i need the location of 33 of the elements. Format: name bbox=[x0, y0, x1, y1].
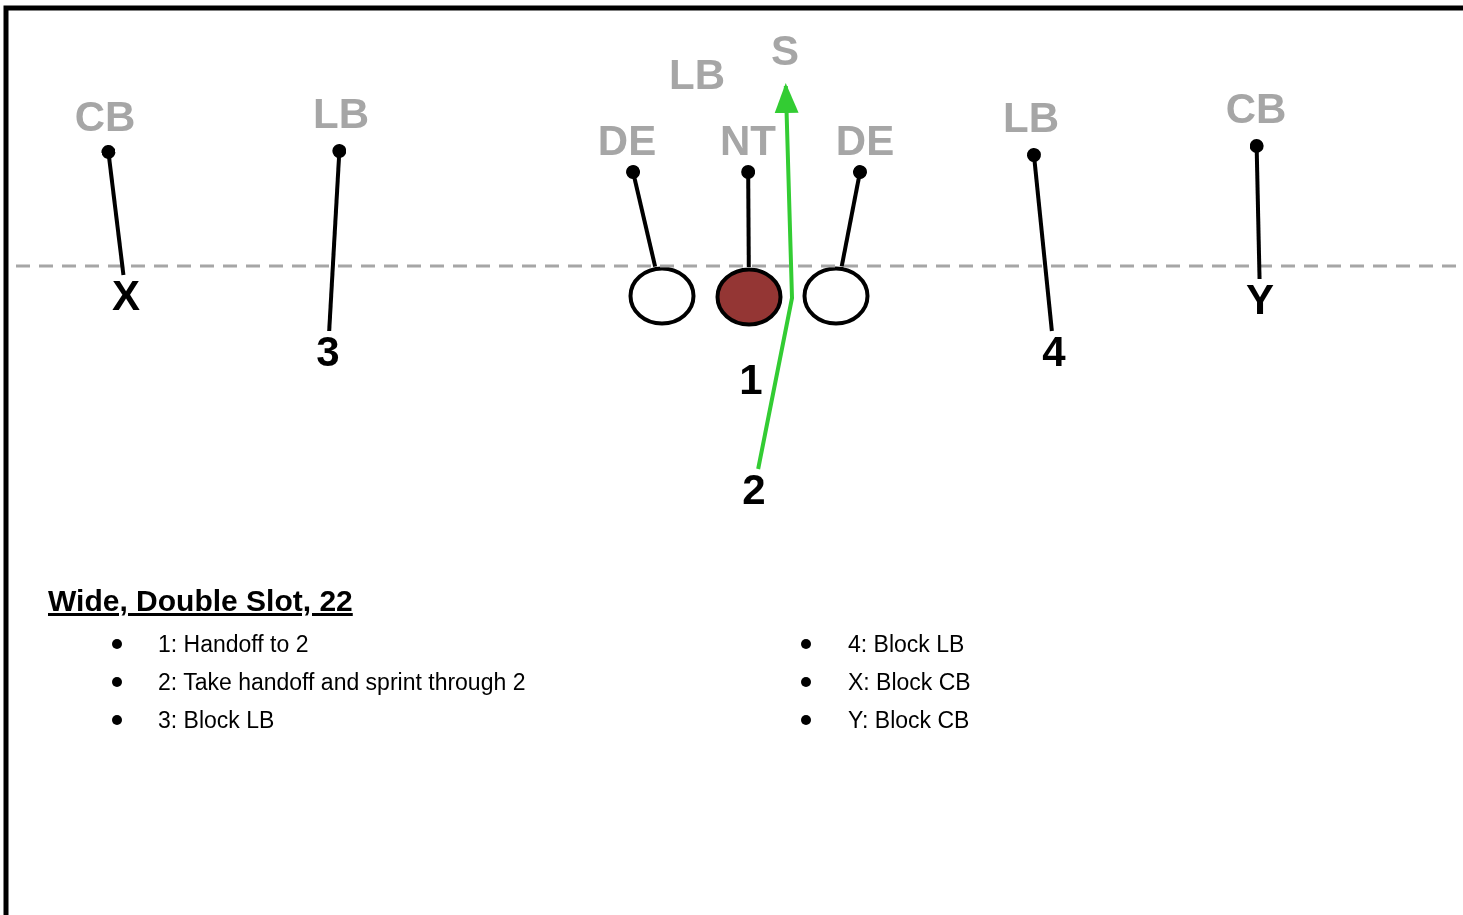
assignment-text: 4: Block LB bbox=[848, 633, 965, 656]
defender-label: DE bbox=[835, 120, 895, 172]
assignment-text: 3: Block LB bbox=[158, 709, 275, 732]
assignment-text: Y: Block CB bbox=[848, 709, 970, 732]
assignment-text: X: Block CB bbox=[848, 671, 971, 694]
defender-label: S bbox=[771, 30, 799, 86]
assignment-text: 1: Handoff to 2 bbox=[158, 633, 309, 656]
block-line bbox=[327, 144, 347, 332]
player-label: 3 bbox=[316, 331, 340, 373]
block-line bbox=[741, 165, 756, 267]
block-line bbox=[839, 165, 867, 267]
defender-label: NT bbox=[720, 120, 776, 172]
defender-label: CB bbox=[74, 96, 136, 152]
player-label: 1 bbox=[739, 359, 763, 401]
block-line bbox=[1249, 139, 1264, 280]
block-line bbox=[101, 145, 126, 276]
defender-label: LB bbox=[1003, 97, 1059, 155]
lineman-circle bbox=[802, 266, 870, 326]
lineman-circle bbox=[628, 266, 696, 326]
lineman-circle bbox=[715, 267, 783, 327]
assignment-text: 2: Take handoff and sprint through 2 bbox=[158, 671, 526, 694]
route-arrow bbox=[756, 83, 799, 470]
block-line bbox=[1026, 148, 1054, 332]
player-label: 4 bbox=[1042, 331, 1066, 373]
defender-label: CB bbox=[1225, 88, 1287, 146]
player-label: X bbox=[112, 275, 140, 317]
player-label: 2 bbox=[742, 469, 766, 511]
defender-label: DE bbox=[597, 120, 657, 172]
defender-label: LB bbox=[313, 93, 369, 151]
player-label: Y bbox=[1246, 279, 1274, 321]
block-line bbox=[626, 165, 658, 268]
play-title: Wide, Double Slot, 22 bbox=[48, 584, 353, 618]
defender-label: LB bbox=[669, 54, 725, 96]
